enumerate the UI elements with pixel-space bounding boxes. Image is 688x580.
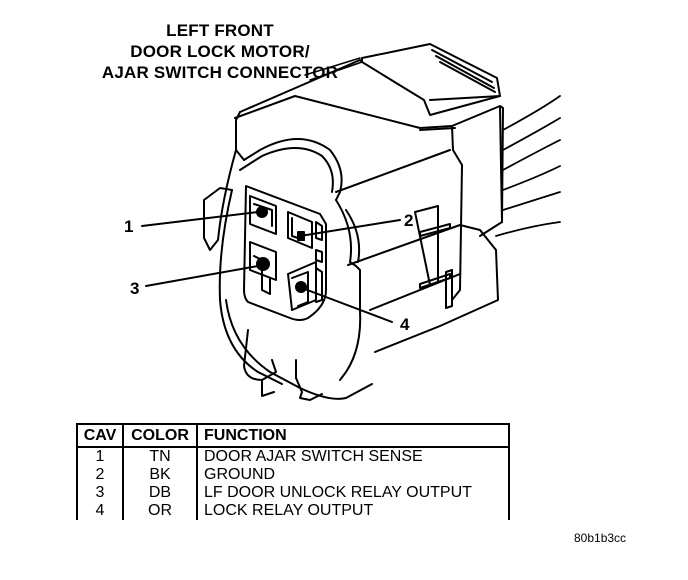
cell-cav: 2 (76, 466, 123, 484)
table-row: 3 DB LF DOOR UNLOCK RELAY OUTPUT (76, 484, 510, 502)
connector-latch (361, 43, 501, 116)
leader-1 (141, 211, 259, 227)
cell-cav: 4 (76, 502, 123, 520)
connector-shroud (203, 138, 373, 401)
cell-function: LF DOOR UNLOCK RELAY OUTPUT (196, 484, 510, 502)
wire-harness (495, 95, 561, 237)
title-leader-line (304, 57, 363, 81)
connector-body (234, 59, 504, 353)
leader-4 (301, 287, 393, 323)
leader-3 (145, 265, 259, 287)
cell-cav: 3 (76, 484, 123, 502)
figure-id: 80b1b3cc (574, 531, 627, 545)
callout-leaders (141, 211, 401, 323)
pinout-table: CAV COLOR FUNCTION 1 TN DOOR AJAR SWITCH… (76, 423, 510, 520)
cell-color: DB (122, 484, 197, 502)
cavity-2 (287, 211, 313, 249)
callout-2: 2 (404, 211, 414, 230)
header-function: FUNCTION (196, 424, 510, 448)
cell-cav: 1 (76, 447, 123, 466)
callout-3: 3 (130, 279, 140, 298)
cell-color: OR (122, 502, 197, 520)
header-color: COLOR (122, 424, 197, 448)
table-row: 4 OR LOCK RELAY OUTPUT (76, 502, 510, 520)
header-cav: CAV (76, 424, 123, 448)
leader-2 (299, 219, 401, 237)
table-header-row: CAV COLOR FUNCTION (76, 424, 510, 448)
callout-4: 4 (400, 315, 410, 334)
cavity-1 (249, 195, 277, 235)
diagram-title: LEFT FRONT DOOR LOCK MOTOR/ AJAR SWITCH … (60, 20, 380, 83)
cell-color: BK (122, 466, 197, 484)
cavity-4 (287, 261, 317, 311)
connector-face (243, 185, 327, 321)
cell-function: LOCK RELAY OUTPUT (196, 502, 510, 520)
callout-1: 1 (124, 217, 134, 236)
table-row: 1 TN DOOR AJAR SWITCH SENSE (76, 447, 510, 466)
table-row: 2 BK GROUND (76, 466, 510, 484)
cell-function: GROUND (196, 466, 510, 484)
cavity-3 (249, 241, 277, 295)
cell-function: DOOR AJAR SWITCH SENSE (196, 447, 510, 466)
title-line-2: DOOR LOCK MOTOR/ (130, 42, 310, 61)
cell-color: TN (122, 447, 197, 466)
title-line-3: AJAR SWITCH CONNECTOR (101, 63, 339, 82)
title-line-1: LEFT FRONT (166, 21, 274, 40)
